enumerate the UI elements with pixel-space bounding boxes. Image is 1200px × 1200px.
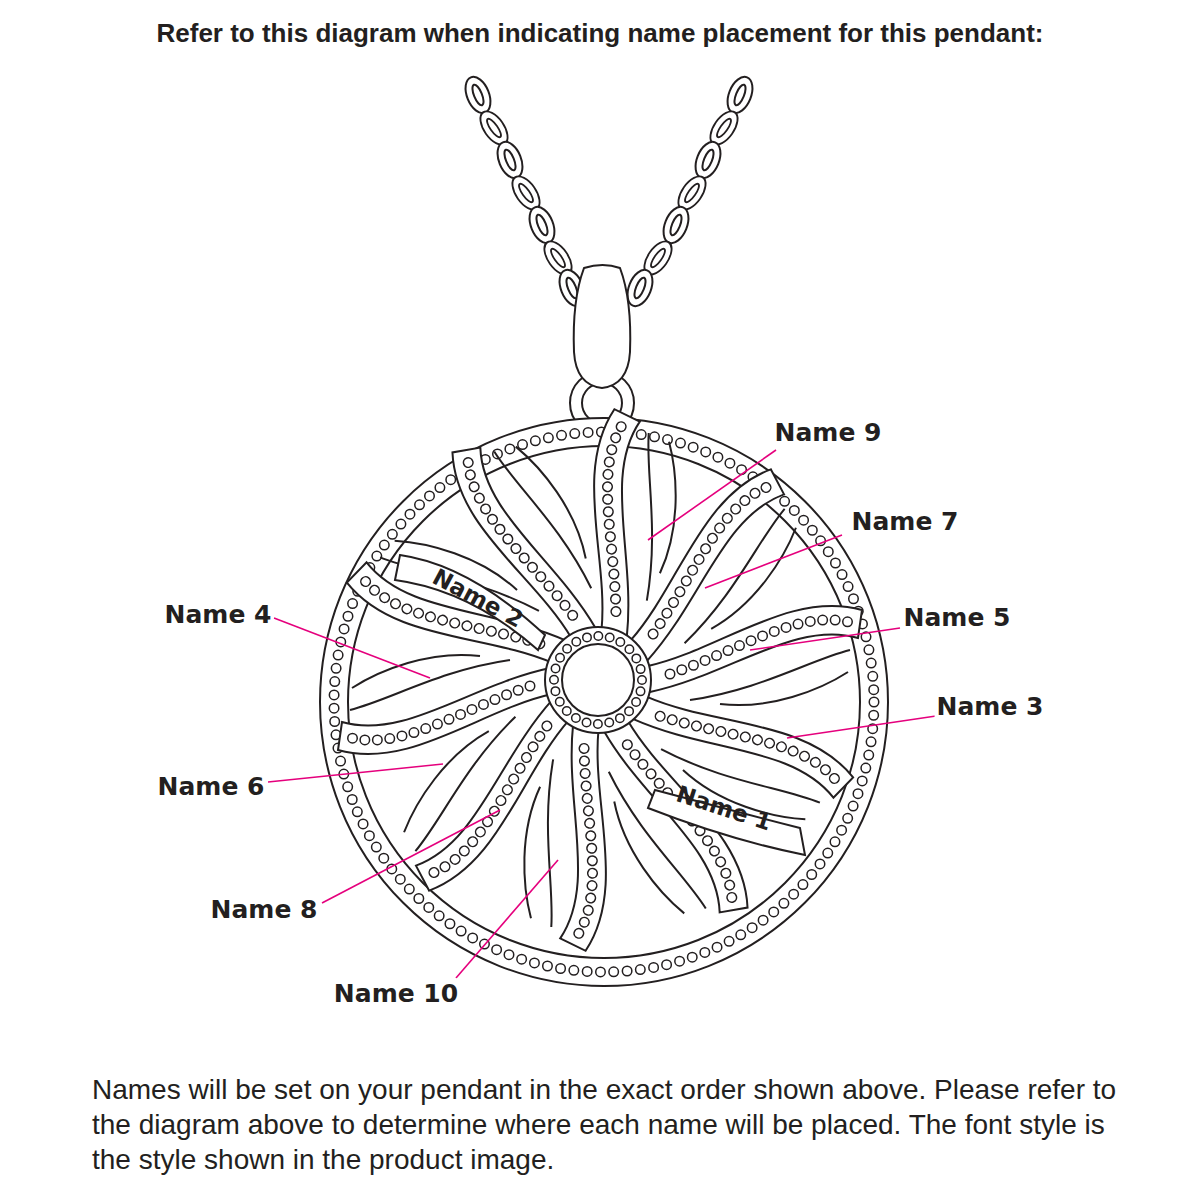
name-label: Name 6 <box>156 772 267 801</box>
bail <box>570 265 634 435</box>
name-label: Name 5 <box>902 603 1013 632</box>
name-label: Name 10 <box>332 979 460 1008</box>
caption-note: Names will be set on your pendant in the… <box>92 1072 1122 1177</box>
name-bands <box>395 555 805 855</box>
leader-lines <box>268 450 936 978</box>
center-ring <box>545 627 651 733</box>
spiral-arms <box>338 408 862 952</box>
name-label: Name 3 <box>935 692 1046 721</box>
name-label: Name 4 <box>163 600 274 629</box>
name-label: Name 9 <box>773 418 884 447</box>
name-label: Name 8 <box>209 895 320 924</box>
name-label: Name 7 <box>850 507 961 536</box>
diagram-title: Refer to this diagram when indicating na… <box>0 18 1200 49</box>
